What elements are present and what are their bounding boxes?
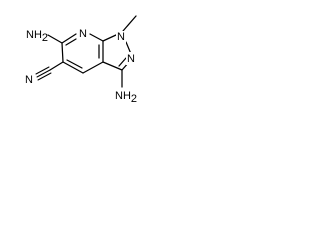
- pyrazole-n1-label: N: [117, 31, 125, 43]
- chemical-structure-diagram: NH2 N N N N NH2: [25, 15, 137, 105]
- bond-c4-c5-inner: [66, 59, 83, 69]
- bond-cn-triple-c: [37, 72, 52, 81]
- bond-c3-c3a: [102, 61, 123, 71]
- bond-c7a-n1: [102, 34, 117, 42]
- bond-c6-npy: [61, 33, 77, 44]
- pyridine-n-label: N: [79, 28, 87, 40]
- bond-n1-methyl: [122, 15, 137, 32]
- bond-c4-c5: [62, 61, 84, 74]
- nh2-left-label: NH2: [26, 29, 48, 44]
- nitrile-n-label: N: [25, 74, 33, 86]
- bond-c3a-c4: [82, 61, 104, 74]
- atom-labels: NH2 N N N N NH2: [25, 27, 137, 105]
- bond-cn-triple-a: [36, 69, 51, 78]
- bond-cn-triple-b: [35, 66, 50, 75]
- bond-c6-npy-inner: [65, 38, 77, 46]
- bond-n2-c3-inner: [118, 57, 127, 67]
- nh2-bottom-label: NH2: [115, 90, 137, 105]
- bond-npy-c7a: [89, 33, 104, 42]
- bond-c5-c6: [61, 42, 64, 63]
- bonds: [35, 15, 137, 88]
- bond-c6-nh2: [47, 34, 63, 44]
- bond-c5-cn: [49, 61, 64, 71]
- pyrazole-n2-label: N: [127, 53, 135, 65]
